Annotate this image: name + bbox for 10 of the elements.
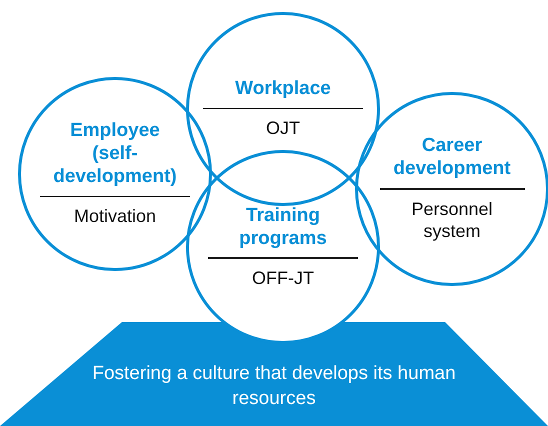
circle-heading: Workplace <box>235 78 331 101</box>
circle-text: Motivation <box>74 205 156 228</box>
circle-heading: Career development <box>392 135 512 182</box>
circle-heading: Training programs <box>238 204 328 250</box>
circle-text: Personnel system <box>410 198 494 243</box>
circle-text: OJT <box>266 117 300 140</box>
circle-heading: Employee (self-development) <box>52 120 178 189</box>
trapezoid-banner <box>0 322 548 426</box>
banner-text: Fostering a culture that develops its human resources <box>91 362 457 411</box>
circle-text: OFF-JT <box>252 266 314 290</box>
